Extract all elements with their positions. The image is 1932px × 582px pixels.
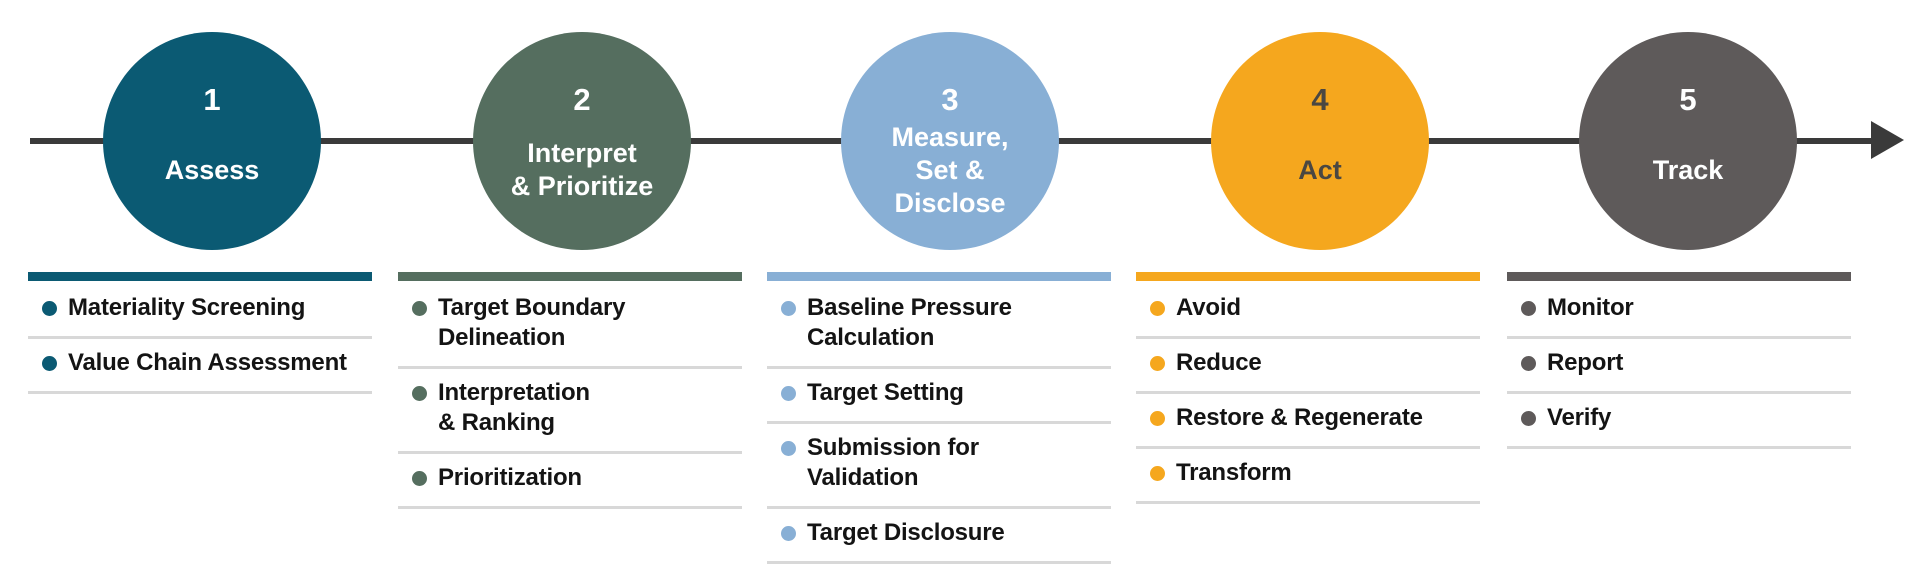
stage-name: Act — [1298, 154, 1342, 185]
bullet-icon — [781, 526, 796, 541]
list-item-label: Baseline Pressure Calculation — [807, 294, 1012, 351]
bullet-icon — [1150, 411, 1165, 426]
stage-accent-bar — [1507, 272, 1851, 281]
list-item-label: Report — [1547, 349, 1624, 376]
stage-number: 1 — [203, 82, 221, 117]
bullet-icon — [1150, 356, 1165, 371]
stage-name: Track — [1652, 154, 1724, 185]
list-item-label: Avoid — [1176, 294, 1241, 321]
list-item: Submission for Validation — [767, 424, 1111, 509]
list-item: Target Setting — [767, 369, 1111, 424]
list-item-label: Value Chain Assessment — [68, 349, 347, 376]
stage-number: 5 — [1679, 82, 1697, 117]
stage-accent-bar — [767, 272, 1111, 281]
stage-accent-bar — [28, 272, 372, 281]
bullet-icon — [412, 471, 427, 486]
bullet-icon — [1521, 411, 1536, 426]
list-item-label: Restore & Regenerate — [1176, 404, 1423, 431]
stage-item-list: Target Boundary Delineation Interpretati… — [398, 284, 742, 509]
list-item-label: Submission for Validation — [807, 434, 979, 491]
stage-circle: 2 Interpret & Prioritize — [473, 32, 691, 250]
list-item-label: Materiality Screening — [68, 294, 306, 321]
stage-circle: 1 Assess — [103, 32, 321, 250]
bullet-icon — [412, 301, 427, 316]
bullet-icon — [42, 356, 57, 371]
stage-number: 4 — [1311, 82, 1329, 117]
bullet-icon — [781, 386, 796, 401]
list-item: Materiality Screening — [28, 284, 372, 339]
list-item-label: Transform — [1176, 459, 1292, 486]
stage-circle: 3 Measure, Set & Disclose — [841, 32, 1059, 250]
list-item-label: Monitor — [1547, 294, 1634, 321]
list-item-label: Reduce — [1176, 349, 1262, 376]
stage-number: 2 — [573, 82, 591, 117]
stage-item-list: Monitor Report Verify — [1507, 284, 1851, 449]
list-item: Target Disclosure — [767, 509, 1111, 564]
bullet-icon — [781, 301, 796, 316]
list-item: Monitor — [1507, 284, 1851, 339]
stage-accent-bar — [1136, 272, 1480, 281]
stage-name: Interpret & Prioritize — [510, 138, 654, 201]
list-item: Restore & Regenerate — [1136, 394, 1480, 449]
stage-accent-bar — [398, 272, 742, 281]
arrow-right-icon — [1871, 121, 1904, 159]
stage-circle: 4 Act — [1211, 32, 1429, 250]
stage-number: 3 — [941, 82, 959, 117]
list-item: Report — [1507, 339, 1851, 394]
stage-name: Measure, Set & Disclose — [891, 121, 1009, 218]
list-item: Value Chain Assessment — [28, 339, 372, 394]
stage-item-list: Materiality Screening Value Chain Assess… — [28, 284, 372, 394]
stage-item-list: Baseline Pressure Calculation Target Set… — [767, 284, 1111, 564]
bullet-icon — [1521, 356, 1536, 371]
bullet-icon — [1150, 466, 1165, 481]
list-item: Verify — [1507, 394, 1851, 449]
list-item-label: Target Setting — [807, 379, 964, 406]
list-item: Reduce — [1136, 339, 1480, 394]
list-item: Avoid — [1136, 284, 1480, 339]
list-item-label: Target Disclosure — [807, 519, 1005, 546]
list-item: Prioritization — [398, 454, 742, 509]
bullet-icon — [42, 301, 57, 316]
bullet-icon — [412, 386, 427, 401]
list-item-label: Prioritization — [438, 464, 582, 491]
list-item-label: Verify — [1547, 404, 1612, 431]
list-item: Transform — [1136, 449, 1480, 504]
stage-circle: 5 Track — [1579, 32, 1797, 250]
list-item-label: Interpretation & Ranking — [438, 379, 590, 436]
bullet-icon — [1150, 301, 1165, 316]
stage-name: Assess — [164, 154, 260, 185]
bullet-icon — [1521, 301, 1536, 316]
list-item-label: Target Boundary Delineation — [438, 294, 626, 351]
stage-item-list: Avoid Reduce Restore & Regenerate Transf… — [1136, 284, 1480, 504]
bullet-icon — [781, 441, 796, 456]
list-item: Target Boundary Delineation — [398, 284, 742, 369]
list-item: Interpretation & Ranking — [398, 369, 742, 454]
list-item: Baseline Pressure Calculation — [767, 284, 1111, 369]
